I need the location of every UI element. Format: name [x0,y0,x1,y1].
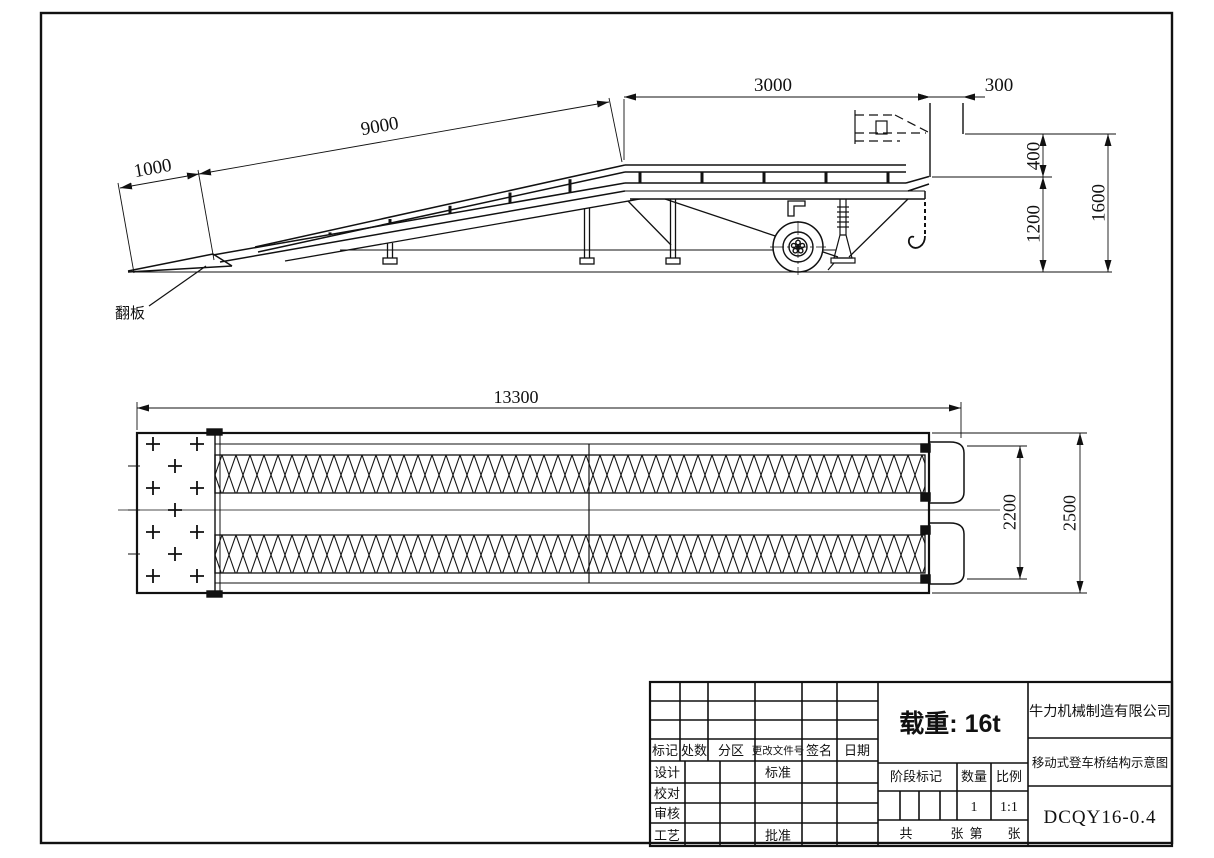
stage-mark-label: 阶段标记 [890,769,942,784]
dim-400: 400 [1024,142,1045,171]
mesh-band-top [214,454,926,494]
approve-label: 批准 [765,828,791,843]
ramp-truss [284,198,909,265]
title-block-grid [650,682,1172,846]
plan-flip-plate [128,428,223,598]
plus-marks [146,437,204,583]
tow-hook [907,202,926,249]
row-process: 工艺 [654,828,680,843]
flip-plate-label: 翻板 [115,304,145,322]
sheet-word-sheets: 张 [950,826,963,841]
revision-header-mark: 标记 [652,743,678,758]
dock-outline [929,103,964,177]
scale-value: 1:1 [1000,800,1018,815]
row-design: 设计 [654,765,680,780]
flip-plate [127,253,233,273]
quantity-value: 1 [971,800,978,815]
dim-300: 300 [985,75,1014,96]
company-name: 牛力机械制造有限公司 [1029,704,1171,720]
dim-3000: 3000 [754,75,792,96]
row-review: 审核 [654,806,680,821]
title-block [648,680,1174,848]
quantity-label: 数量 [961,769,987,784]
drawing-title: 移动式登车桥结构示意图 [1032,755,1168,770]
drawing-number: DCQY16-0.4 [1044,807,1157,828]
dim-2500: 2500 [1059,495,1079,531]
plan-view [118,402,1087,598]
revision-header-fileno: 更改文件号 [752,744,805,757]
row-check: 校对 [654,786,680,801]
support-jack [827,199,856,271]
revision-header-count: 处数 [681,743,707,758]
side-view [117,93,1116,307]
ramp-deck [127,164,930,273]
revision-header-sign: 签名 [806,743,832,758]
dim-1000: 1000 [132,155,173,182]
dim-13300: 13300 [494,387,539,407]
dim-2200: 2200 [999,494,1019,530]
revision-header-zone: 分区 [718,743,744,758]
sheet-word-total: 共 [899,826,912,841]
sheet-word-no: 第 [969,826,982,841]
lip-tabs [920,441,965,585]
truck-bed-dashed [854,110,929,144]
revision-header-date: 日期 [844,743,870,758]
dim-1200: 1200 [1024,205,1045,243]
crank-handle [787,200,806,217]
mesh-band-bottom [214,534,926,574]
deck-outline [135,431,931,595]
side-view-dimensions [117,93,1116,274]
scale-label: 比例 [996,769,1022,784]
plan-view-dimensions [136,402,1087,594]
wheel [770,221,826,275]
load-capacity: 载重: 16t [899,710,1001,738]
sheet-word-sheet: 张 [1007,826,1020,841]
sheet-border [39,11,1174,845]
standard-label: 标准 [765,765,791,780]
flip-plate-leader [148,265,207,307]
dim-9000: 9000 [359,113,400,140]
dim-1600: 1600 [1089,184,1110,222]
